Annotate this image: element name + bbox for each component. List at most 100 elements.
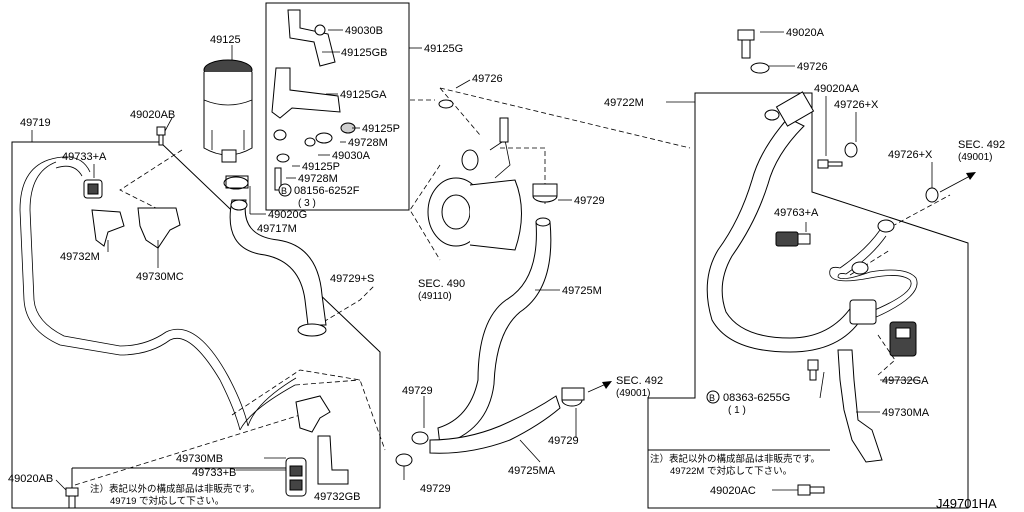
callout-49030B: 49030B xyxy=(345,25,383,37)
callout-49730MA: 49730MA xyxy=(882,407,930,419)
clamp-49729-pump xyxy=(532,183,558,203)
sensor-49763A xyxy=(775,231,811,247)
dash-pump-bracket xyxy=(409,164,441,261)
dash-right-clip xyxy=(877,334,896,376)
bolt-symbol-b-1: B xyxy=(281,186,287,196)
clamp-49729-lower xyxy=(395,387,585,467)
clip-49733A xyxy=(83,179,103,199)
bolt-symbol-b-2: B xyxy=(709,393,715,403)
dash-bottom-bolt xyxy=(74,414,301,486)
dash-lower-pipe xyxy=(294,379,361,386)
dash-lower-bracket xyxy=(231,369,386,451)
callout-08156-6252F: 08156-6252F xyxy=(294,185,360,197)
washer-49726-right xyxy=(750,62,770,74)
callout-49726X-a: 49726+X xyxy=(834,99,879,111)
callout-49020AA: 49020AA xyxy=(814,83,860,95)
callout-49020AB-top: 49020AB xyxy=(130,109,175,121)
bolt-symbol-08363 xyxy=(706,390,720,404)
callout-49725M: 49725M xyxy=(562,285,602,297)
bolt-49020AA xyxy=(817,159,843,169)
clip-49732GA xyxy=(849,299,917,357)
callout-49733B: 49733+B xyxy=(192,467,236,479)
callout-49125P-a: 49125P xyxy=(362,123,400,135)
callout-49728M-a: 49728M xyxy=(348,137,388,149)
bolt-49020AC xyxy=(797,484,825,496)
hose-49725MA xyxy=(429,395,561,454)
note-left-line2: 49719 で対応して下さい。 xyxy=(110,495,224,507)
callout-49125GB: 49125GB xyxy=(341,47,387,59)
small-parts-49030A xyxy=(273,122,356,191)
callout-49729-lower-left: 49729 xyxy=(420,483,451,495)
dash-49020AB xyxy=(119,149,183,211)
callout-49020AB-bottom: 49020AB xyxy=(8,473,53,485)
arrow-sec492-lower xyxy=(587,381,612,393)
left-assembly-frame xyxy=(11,141,381,509)
callout-49729-upper: 49729 xyxy=(402,385,433,397)
bolt-49020AB-top xyxy=(156,126,166,146)
callout-49729-pump: 49729 xyxy=(574,195,605,207)
callout-49125G: 49125G xyxy=(424,43,463,55)
callout-49030A: 49030A xyxy=(332,150,371,162)
dash-49726-to-49725M xyxy=(439,87,691,149)
callout-49719: 49719 xyxy=(20,117,51,129)
callout-49726-top: 49726 xyxy=(472,73,503,85)
callout-49722M: 49722M xyxy=(604,97,644,109)
bracket-49730MC xyxy=(137,207,181,249)
callout-49726X-b: 49726+X xyxy=(888,149,933,161)
seal-49726-top xyxy=(438,99,454,109)
callout-08156-qty: ( 3 ) xyxy=(298,198,316,209)
callout-49732M: 49732M xyxy=(60,251,100,263)
callout-49020AC: 49020AC xyxy=(710,485,756,497)
callout-sec492-lower: SEC. 492 xyxy=(616,375,663,387)
tube-49719 xyxy=(19,156,297,431)
bracket-49125GA xyxy=(271,67,341,119)
callout-49725MA: 49725MA xyxy=(508,465,556,477)
dash-right-49726X xyxy=(884,194,951,231)
right-assembly-frame xyxy=(647,92,969,509)
reservoir-49125 xyxy=(203,59,253,163)
clamp-49020G xyxy=(223,175,249,190)
callout-49020G: 49020G xyxy=(268,209,307,221)
callout-49729-lower-right: 49729 xyxy=(548,435,579,447)
tube-right xyxy=(829,219,918,319)
callout-49125: 49125 xyxy=(210,34,241,46)
callout-08363-6255G: 08363-6255G xyxy=(723,392,790,404)
washer-49726X xyxy=(844,142,939,203)
bracket-49732M xyxy=(91,209,125,247)
dash-49726-pump xyxy=(439,87,481,136)
callout-sec492-lower-sub: (49001) xyxy=(616,388,650,399)
bolt-49020AB-bottom xyxy=(65,487,79,509)
callout-49726-right: 49726 xyxy=(797,61,828,73)
note-left-line1: 注）表記以外の構成部品は非販売です。 xyxy=(90,483,260,495)
callout-49125GA: 49125GA xyxy=(340,89,387,101)
hose-49722M xyxy=(706,91,863,353)
callout-49717M: 49717M xyxy=(257,223,297,235)
bracket-49125GB xyxy=(287,9,336,67)
callout-49730MC: 49730MC xyxy=(136,271,184,283)
power-steering-pump xyxy=(427,117,522,251)
bolt-08363 xyxy=(807,359,819,381)
arrow-sec492-right xyxy=(939,172,976,193)
callout-sec492-right: SEC. 492 xyxy=(958,139,1005,151)
bracket-49730MA xyxy=(837,349,883,463)
callout-08363-qty: ( 1 ) xyxy=(728,405,746,416)
callout-49732GA: 49732GA xyxy=(882,375,929,387)
note-right-line2: 49722M で対応して下さい。 xyxy=(670,465,792,477)
callout-sec490: SEC. 490 xyxy=(418,278,465,290)
bracket-49732GB xyxy=(317,435,349,485)
note-right-line1: 注）表記以外の構成部品は非販売です。 xyxy=(650,453,820,465)
diagram-id: J49701HA xyxy=(936,496,997,511)
callout-49729S: 49729+S xyxy=(330,273,374,285)
callout-49125P-b: 49125P xyxy=(302,161,340,173)
leader-lines xyxy=(31,29,933,491)
callout-49730MB: 49730MB xyxy=(176,453,223,465)
callout-sec492-right-sub: (49001) xyxy=(958,152,992,163)
clip-49733B xyxy=(285,457,307,497)
bolt-49020A xyxy=(737,29,755,59)
dash-49729S xyxy=(309,284,376,331)
callout-49020A: 49020A xyxy=(786,27,825,39)
bracket-49730MB xyxy=(295,395,331,433)
callout-sec490-sub: (49110) xyxy=(418,291,452,302)
callout-49732GB: 49732GB xyxy=(314,491,360,503)
